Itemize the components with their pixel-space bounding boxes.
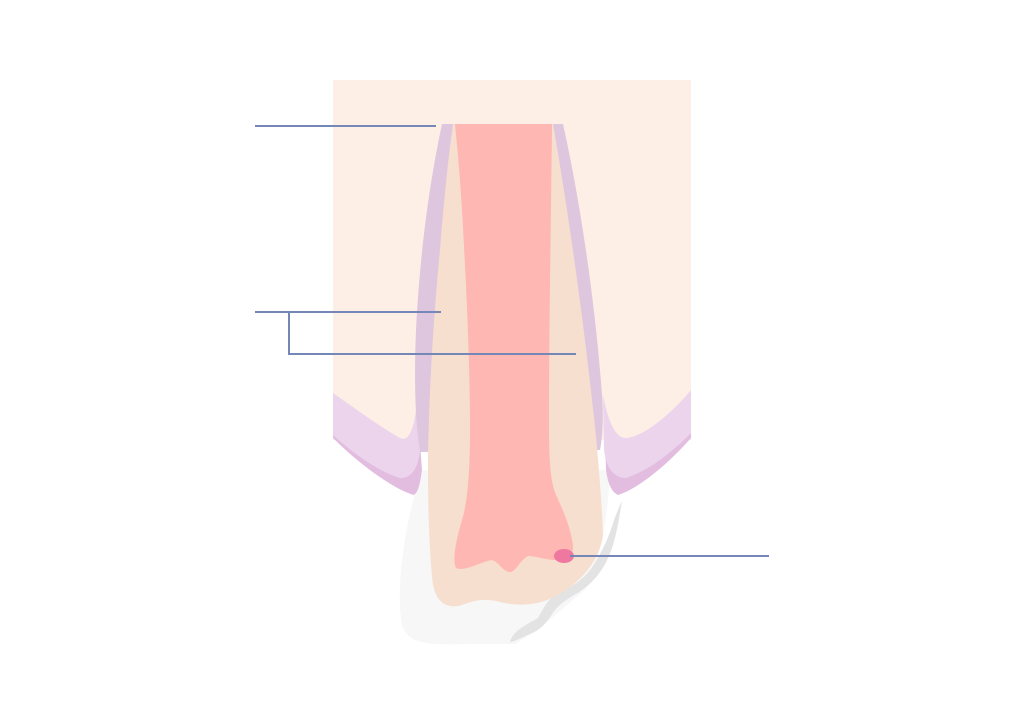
gingiva-left-light [333, 393, 420, 478]
leader-line-middle-bracket [288, 312, 576, 355]
gingiva-right-light [603, 390, 691, 478]
pulp-canal [454, 124, 574, 572]
periapical-lesion-shadow [510, 501, 622, 642]
apical-foramen [554, 549, 574, 563]
